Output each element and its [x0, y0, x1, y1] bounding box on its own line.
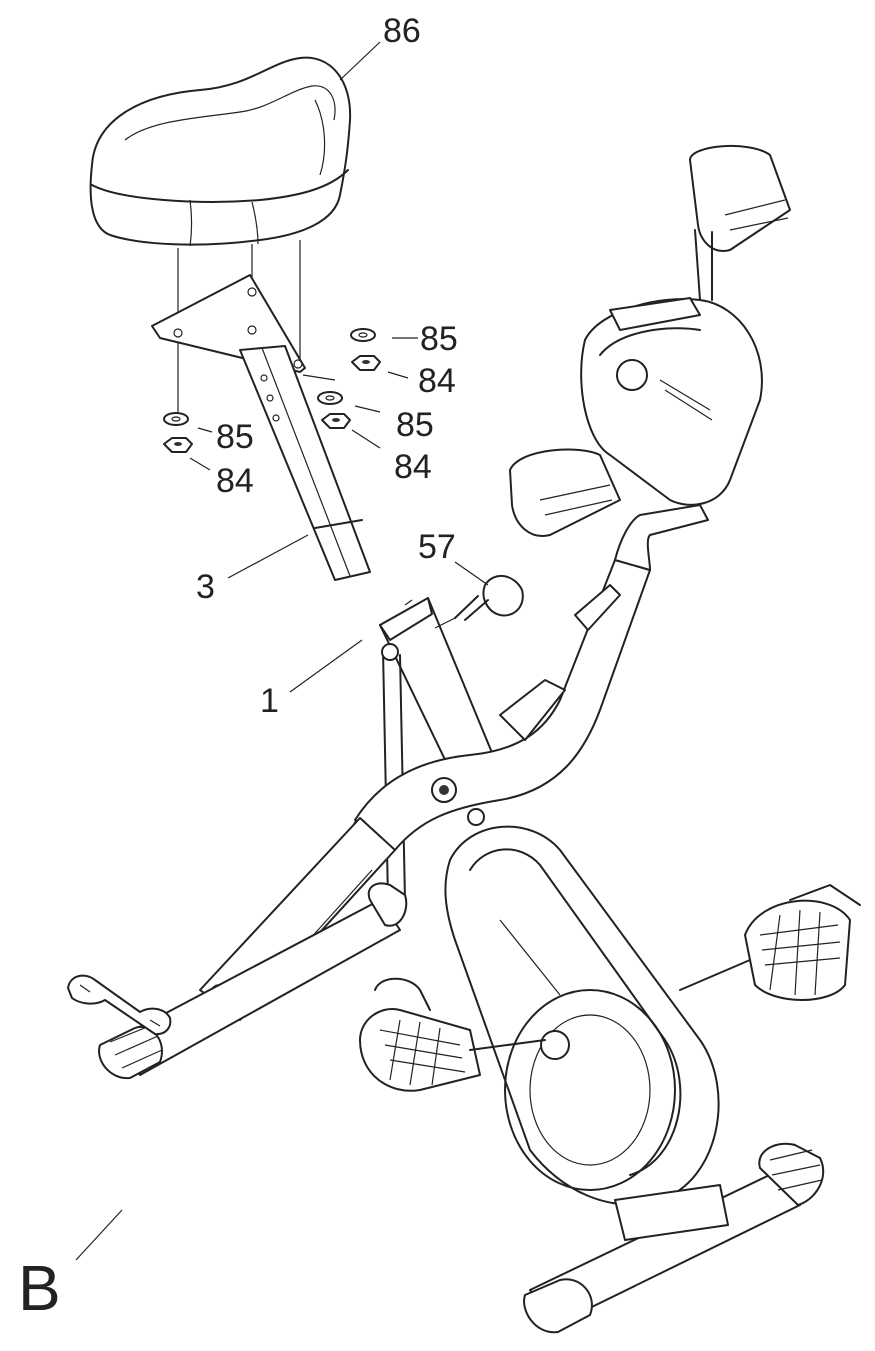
callout-seat-post: 3	[196, 568, 215, 606]
washer-mid-right	[317, 391, 343, 405]
callout-nut-top-right: 84	[418, 362, 456, 400]
handlebar-upper	[689, 145, 791, 301]
leader-lines	[75, 41, 489, 1261]
front-stabilizer	[523, 1142, 825, 1334]
flywheel-housing	[444, 825, 720, 1206]
washer-left	[163, 412, 189, 426]
handlebar-lower	[509, 448, 621, 537]
console	[580, 297, 763, 506]
callout-washer-top-right: 85	[420, 320, 458, 358]
callout-seat: 86	[383, 12, 421, 50]
callout-washer-mid-right: 85	[396, 406, 434, 444]
seat-cushion	[89, 56, 352, 247]
washer-top-right	[350, 328, 376, 342]
pedal-right	[679, 884, 861, 1001]
adjustment-knob	[434, 575, 524, 629]
callout-main-frame: 1	[260, 682, 279, 720]
callout-nut-mid-right: 84	[394, 448, 432, 486]
seat-post	[239, 345, 371, 581]
callout-nut-left: 84	[216, 462, 254, 500]
callout-washer-left: 85	[216, 418, 254, 456]
nut-left	[163, 437, 193, 453]
callout-knob: 57	[418, 528, 456, 566]
pedal-left	[359, 977, 546, 1092]
tool-label-b: B	[18, 1252, 61, 1324]
nut-mid-right	[321, 413, 351, 429]
nut-top-right	[351, 355, 381, 371]
main-frame	[98, 504, 709, 1080]
wrench-tool-icon	[67, 974, 172, 1036]
